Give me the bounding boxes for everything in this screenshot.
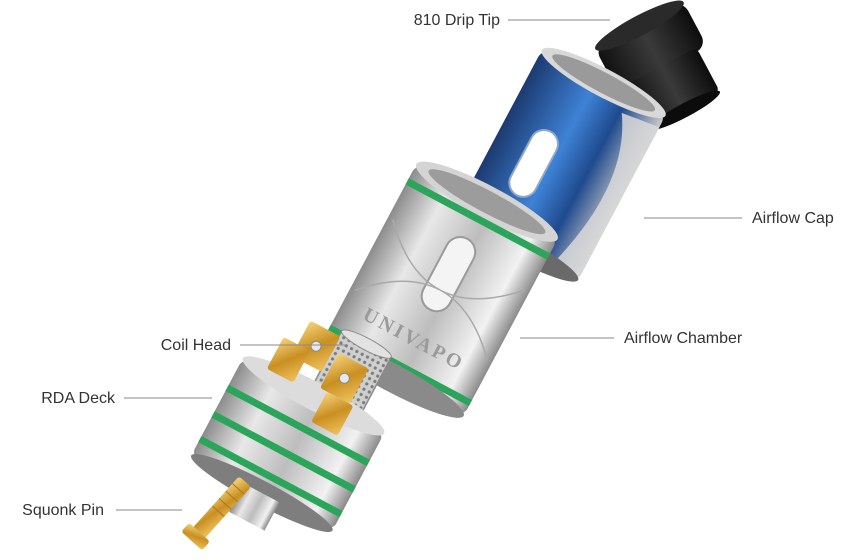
drip-tip-part xyxy=(595,0,721,131)
rda-deck-part xyxy=(190,321,385,533)
squonk-pin-part xyxy=(182,477,250,550)
squonk-pin-label: Squonk Pin xyxy=(22,502,104,519)
rda-deck-label: RDA Deck xyxy=(41,390,116,407)
drip-tip-label: 810 Drip Tip xyxy=(414,12,500,29)
airflow-cap-label: Airflow Cap xyxy=(752,210,834,227)
airflow-chamber-label: Airflow Chamber xyxy=(624,330,743,347)
coil-head-label: Coil Head xyxy=(161,337,231,354)
